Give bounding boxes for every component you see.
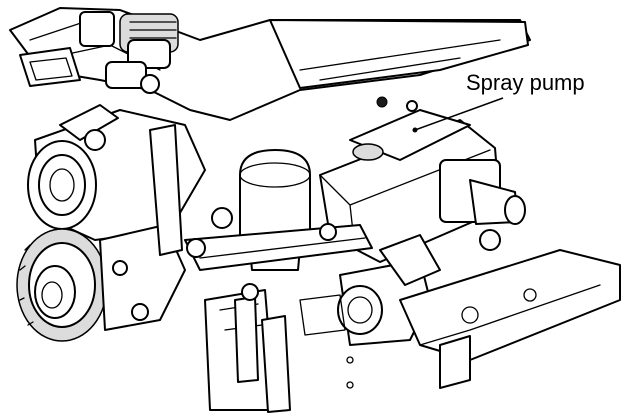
leader-dot [412, 127, 418, 133]
mounting-bracket [204, 283, 354, 413]
vertical-pipe [149, 124, 183, 256]
spray-pump-leader-line [414, 97, 504, 131]
spray-pump-label: Spray pump [466, 70, 585, 95]
lower-piping [337, 234, 441, 346]
manifold-rail [184, 207, 373, 271]
base-plate [399, 249, 621, 389]
top-fittings [79, 11, 179, 94]
